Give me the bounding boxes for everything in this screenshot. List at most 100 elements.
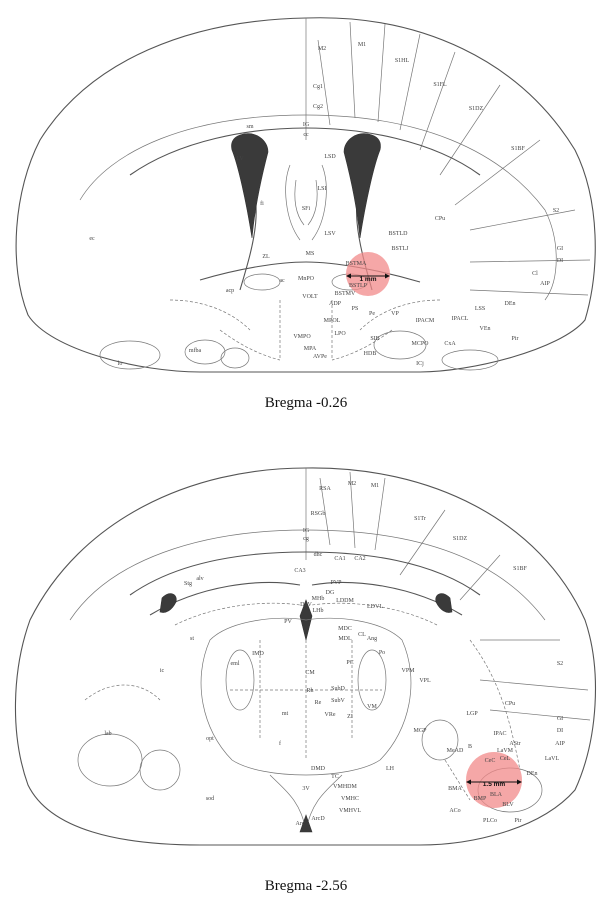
- region-label-ipacl: IPACL: [452, 316, 469, 322]
- region-label-pvp: PVP: [330, 580, 342, 586]
- region-label-pv: PV: [284, 619, 292, 625]
- region-label-mdl: MDL: [338, 636, 352, 642]
- region-label-m2: M2: [348, 481, 356, 487]
- region-label-den: DEn: [527, 771, 538, 777]
- region-label-opt: opt: [206, 736, 214, 742]
- top-scale-arrow-left: [346, 273, 351, 279]
- region-label-vre: VRe: [325, 712, 336, 718]
- top-basal-borders: [169, 299, 441, 361]
- region-label-dhc: dhc: [314, 552, 323, 558]
- region-label-hdb: HDB: [364, 351, 377, 357]
- region-label-m1: M1: [358, 42, 366, 48]
- region-label-aco: ACo: [449, 808, 460, 814]
- region-label-s1fl: S1FL: [433, 82, 447, 88]
- region-label-lh: LH: [386, 766, 395, 772]
- region-label-di: DI: [557, 728, 563, 734]
- region-label-zl: ZL: [262, 254, 270, 260]
- region-label-arcd: ArcD: [311, 816, 325, 822]
- top-lo-left: [99, 340, 161, 370]
- region-label-s1hl: S1HL: [395, 58, 410, 64]
- region-label-s2: S2: [557, 661, 563, 667]
- region-label-ic: ic: [160, 668, 165, 674]
- region-label-cel: CeL: [500, 756, 511, 762]
- region-label-rh: Rh: [306, 688, 313, 694]
- region-label-sfi: SFi: [302, 206, 311, 212]
- region-label-ldvl: LDVL: [367, 604, 383, 610]
- region-label-mead: MeAD: [447, 748, 464, 754]
- region-label-dg: DG: [326, 590, 335, 596]
- region-label-ven: VEn: [480, 326, 491, 332]
- region-label-cpu: CPu: [505, 701, 515, 707]
- top-scale-arrow-right: [385, 273, 390, 279]
- bottom-inner-cortex: [69, 529, 546, 621]
- region-label-subd: SubD: [331, 686, 345, 692]
- region-label-vm: VM: [367, 704, 377, 710]
- region-label-vmhdm: VMHDM: [333, 784, 357, 790]
- region-label-s2: S2: [553, 208, 559, 214]
- region-label-icj: ICj: [416, 361, 424, 367]
- region-label-vpl: VPL: [419, 678, 431, 684]
- region-label-3v: 3V: [302, 786, 310, 792]
- region-label-tc: TC: [331, 774, 339, 780]
- top-acp-left: [243, 273, 281, 291]
- region-label-ca2: CA2: [354, 556, 365, 562]
- region-label-po: Po: [379, 650, 385, 656]
- region-label-cg1: Cg1: [313, 84, 323, 90]
- region-label-mpa: MPA: [304, 346, 317, 352]
- region-label-ac: ac: [279, 278, 285, 284]
- top-septum: [285, 164, 327, 241]
- bottom-injection-highlight: [466, 752, 522, 808]
- region-label-mdc: MDC: [338, 626, 352, 632]
- top-brain-outline: [15, 17, 596, 373]
- region-label-d3v: D3V: [300, 602, 312, 608]
- region-label-lsi: LSI: [318, 186, 327, 192]
- region-label-mt: mt: [282, 711, 289, 717]
- region-label-vmhvl: VMHVL: [339, 808, 361, 814]
- region-label-den: DEn: [505, 301, 516, 307]
- region-label-zi: ZI: [347, 714, 353, 720]
- region-label-s1bf: S1BF: [511, 146, 525, 152]
- region-label-volt: VOLT: [302, 294, 318, 300]
- region-label-st: st: [190, 636, 194, 642]
- region-label-ps: PS: [352, 306, 359, 312]
- region-label-lgp: LGP: [466, 711, 478, 717]
- region-label-lhb: LHb: [313, 608, 324, 614]
- region-label-pe: Pe: [369, 311, 375, 317]
- region-label-di: DI: [557, 258, 563, 264]
- top-septum-inner: [294, 179, 318, 226]
- region-label-bstma: BSTMA: [346, 261, 367, 267]
- bottom-scale-arrow-left: [466, 779, 471, 785]
- bottom-corpus-callosum: [129, 551, 481, 596]
- region-label-bstlj: BSTLJ: [391, 246, 409, 252]
- region-label-cl: CL: [358, 632, 366, 638]
- region-label-lsv: LSV: [324, 231, 336, 237]
- region-label-plco: PLCo: [483, 818, 497, 824]
- region-label-lss: LSS: [475, 306, 485, 312]
- bottom-mepd-left: [139, 749, 181, 791]
- region-label-bstld: BSTLD: [388, 231, 408, 237]
- region-label-lab: lab: [104, 731, 111, 737]
- top-lateral-ventricle-left: [231, 133, 269, 239]
- region-label-sm: sm: [246, 124, 253, 130]
- region-label-cxa: CxA: [444, 341, 456, 347]
- region-label-mpol: MPOL: [324, 318, 341, 324]
- region-label-blv: BLV: [502, 802, 514, 808]
- region-label-ec: ec: [89, 236, 95, 242]
- region-label-mcpo: MCPO: [411, 341, 429, 347]
- region-label-aip: AIP: [555, 741, 565, 747]
- region-label-eml: eml: [231, 661, 240, 667]
- region-label-s1dz: S1DZ: [469, 106, 484, 112]
- region-label-bma: BMA: [448, 786, 462, 792]
- bottom-eml-left: [225, 649, 255, 711]
- region-label-pir: Pir: [514, 818, 521, 824]
- region-label-sib: SIB: [370, 336, 379, 342]
- region-label-cg: cg: [303, 536, 309, 542]
- region-label-pir: Pir: [511, 336, 518, 342]
- region-label-aip: AIP: [540, 281, 550, 287]
- region-label-ang: Ang: [367, 636, 377, 642]
- region-label-rsgb: RSGb: [311, 511, 326, 517]
- top-mfba-left: [184, 339, 226, 365]
